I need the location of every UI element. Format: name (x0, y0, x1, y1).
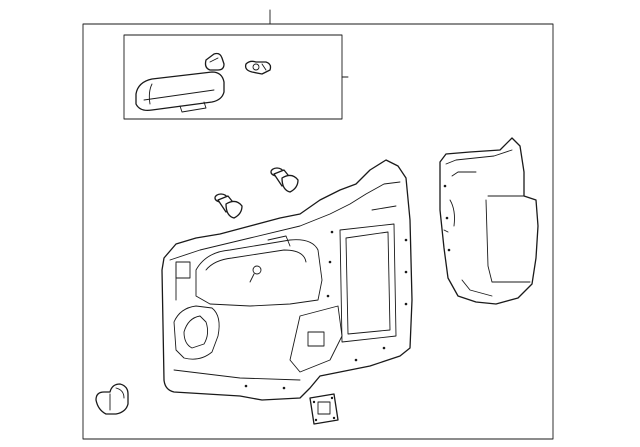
push-pin-clip-b (270, 167, 299, 193)
retainer-clip (95, 383, 129, 415)
inset-box (123, 34, 349, 120)
door-trim-panel (161, 159, 413, 401)
clip-b (244, 60, 272, 75)
quarter-trim-panel (439, 137, 539, 305)
armrest-cover (135, 71, 225, 113)
clip-a (204, 52, 225, 71)
push-pin-clip-a (214, 193, 243, 219)
assembly-frame (82, 9, 554, 440)
cover-plate (309, 393, 339, 425)
